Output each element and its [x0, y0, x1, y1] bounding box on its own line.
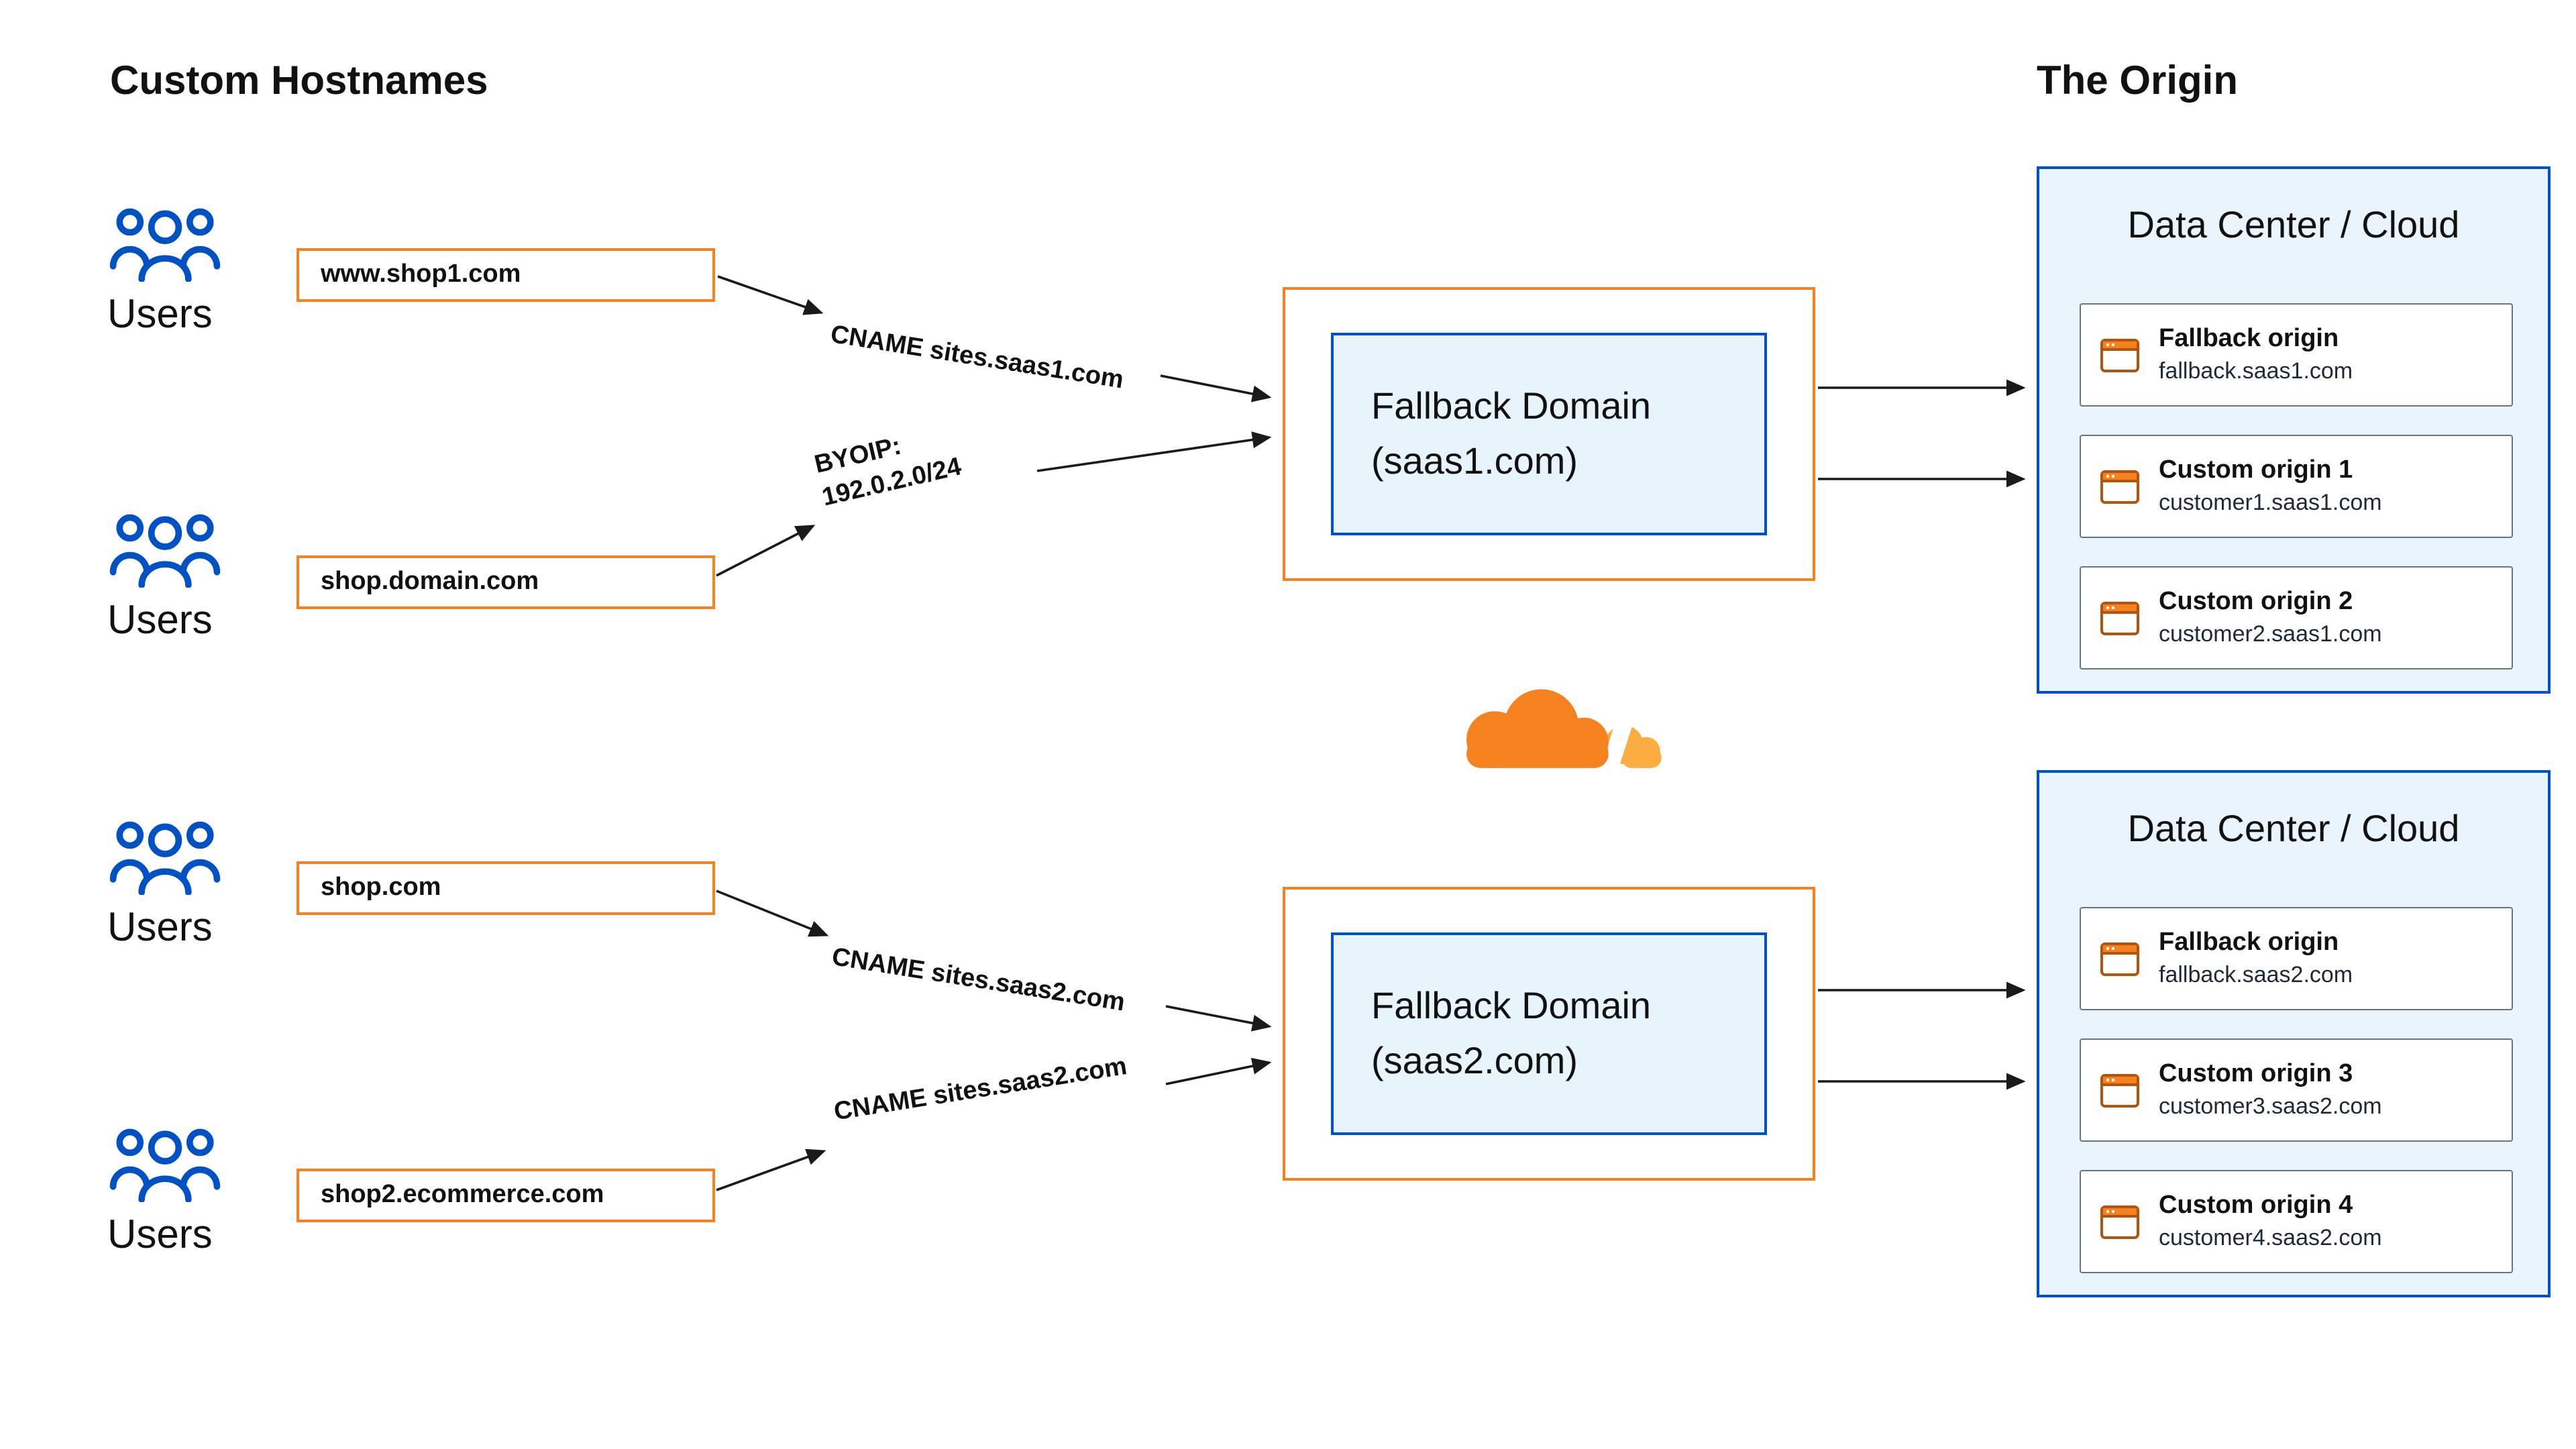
- user-group-2: Users: [107, 507, 223, 644]
- origin-host: fallback.saas2.com: [2159, 962, 2353, 987]
- fallback-domain-box-1: Fallback Domain (saas1.com): [1283, 287, 1815, 581]
- cname-saas2-label-a: CNAME sites.saas2.com: [830, 943, 1127, 1018]
- origin-card-custom1: Custom origin 1 customer1.saas1.com: [2080, 435, 2513, 538]
- fallback-domain-box-2: Fallback Domain (saas2.com): [1283, 887, 1815, 1181]
- users-icon: [109, 1128, 221, 1202]
- arrow-label-to-fallback2-b: [1165, 1057, 1272, 1085]
- fallback-domain: (saas1.com): [1371, 439, 1578, 481]
- users-icon: [109, 208, 221, 282]
- origin-name: Custom origin 4: [2159, 1191, 2353, 1220]
- fallback-title: Fallback Domain: [1371, 984, 1652, 1026]
- hostname-box-shopcom: shop.com: [297, 861, 715, 915]
- cname-saas1-label: CNAME sites.saas1.com: [828, 320, 1126, 395]
- arrow-shopdomain-to-label: [716, 525, 816, 577]
- arrow-shopcom-to-label: [716, 890, 829, 937]
- arrow-label-to-fallback1-a: [1160, 374, 1272, 402]
- origin-name: Custom origin 3: [2159, 1060, 2353, 1088]
- origin-name: Fallback origin: [2159, 928, 2339, 957]
- datacenter-panel-2: Data Center / Cloud Fallback origin fall…: [2037, 770, 2551, 1297]
- origin-host: customer2.saas1.com: [2159, 621, 2382, 647]
- users-label: Users: [107, 598, 213, 643]
- fallback-title: Fallback Domain: [1371, 384, 1652, 427]
- the-origin-title: The Origin: [2037, 59, 2238, 103]
- users-icon: [109, 514, 221, 588]
- browser-icon: [2100, 942, 2139, 975]
- origin-card-fallback-saas1: Fallback origin fallback.saas1.com: [2080, 303, 2513, 407]
- arrow-shop1-to-label: [717, 275, 824, 315]
- arrow-shop2-to-label: [716, 1148, 826, 1191]
- user-group-4: Users: [107, 1122, 223, 1258]
- users-icon: [109, 821, 221, 895]
- fallback-domain-inner-1: Fallback Domain (saas1.com): [1331, 333, 1767, 535]
- datacenter-title: Data Center / Cloud: [2127, 808, 2460, 849]
- cloudflare-logo: [1430, 680, 1676, 790]
- users-label: Users: [107, 1213, 213, 1257]
- browser-icon: [2100, 601, 2139, 635]
- browser-icon: [2100, 1205, 2139, 1238]
- user-group-3: Users: [107, 814, 223, 951]
- origin-name: Fallback origin: [2159, 325, 2339, 353]
- arrow-label-to-fallback2-a: [1165, 1005, 1272, 1032]
- hostname-box-shop1: www.shop1.com: [297, 248, 715, 302]
- origin-card-custom4: Custom origin 4 customer4.saas2.com: [2080, 1170, 2513, 1273]
- browser-icon: [2100, 470, 2139, 503]
- origin-host: customer3.saas2.com: [2159, 1093, 2382, 1119]
- users-label: Users: [107, 906, 213, 950]
- fallback-domain-inner-2: Fallback Domain (saas2.com): [1331, 932, 1767, 1135]
- origin-name: Custom origin 2: [2159, 588, 2353, 616]
- origin-card-fallback-saas2: Fallback origin fallback.saas2.com: [2080, 907, 2513, 1010]
- hostname-box-shop2: shop2.ecommerce.com: [297, 1169, 715, 1222]
- browser-icon: [2100, 1073, 2139, 1107]
- arrow-label-to-fallback1-b: [1036, 431, 1272, 472]
- byoip-label: BYOIP: 192.0.2.0/24: [812, 419, 965, 515]
- fallback-domain: (saas2.com): [1371, 1039, 1578, 1081]
- custom-hostnames-title: Custom Hostnames: [110, 59, 488, 103]
- browser-icon: [2100, 338, 2139, 372]
- origin-host: customer4.saas2.com: [2159, 1225, 2382, 1250]
- origin-name: Custom origin 1: [2159, 456, 2353, 484]
- datacenter-title: Data Center / Cloud: [2127, 204, 2460, 246]
- cname-saas2-label-b: CNAME sites.saas2.com: [832, 1052, 1129, 1127]
- datacenter-panel-1: Data Center / Cloud Fallback origin fall…: [2037, 166, 2551, 694]
- origin-host: fallback.saas1.com: [2159, 358, 2353, 384]
- origin-card-custom2: Custom origin 2 customer2.saas1.com: [2080, 566, 2513, 669]
- users-label: Users: [107, 292, 213, 337]
- origin-card-custom3: Custom origin 3 customer3.saas2.com: [2080, 1038, 2513, 1142]
- user-group-1: Users: [107, 201, 223, 338]
- origin-host: customer1.saas1.com: [2159, 490, 2382, 515]
- hostname-box-shopdomain: shop.domain.com: [297, 555, 715, 609]
